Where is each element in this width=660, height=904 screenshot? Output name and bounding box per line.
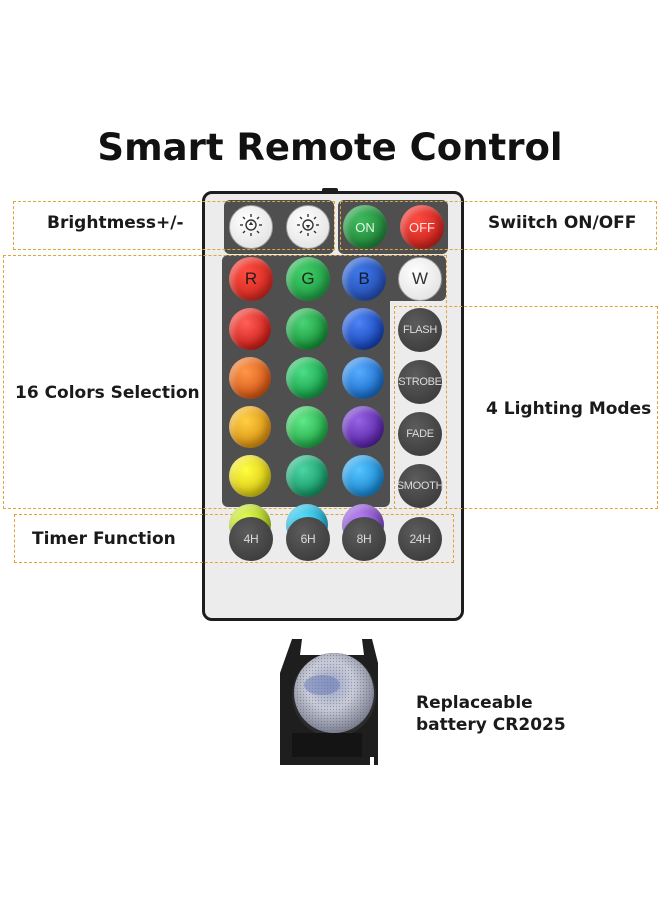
blue-button-label: B — [358, 269, 370, 288]
color-button-r4-c1[interactable] — [229, 455, 271, 497]
color-button-r1-c2[interactable] — [286, 308, 328, 350]
flash-button-label: FLASH — [403, 324, 437, 336]
brightness-down-button[interactable] — [286, 205, 330, 249]
color-button-r3-c1[interactable] — [229, 406, 271, 448]
modes-callout — [394, 306, 658, 509]
off-button-label: OFF — [409, 219, 435, 235]
color-button-r4-c2[interactable] — [286, 455, 328, 497]
brightness-up-button[interactable] — [229, 205, 273, 249]
timer-8h-button[interactable]: 8H — [342, 517, 386, 561]
page-title: Smart Remote Control — [97, 126, 563, 169]
timer-24h-button[interactable]: 24H — [398, 517, 442, 561]
smooth-button[interactable]: SMOOTH — [396, 464, 444, 508]
strobe-button-label: STROBE — [398, 376, 442, 388]
timer-4h-button[interactable]: 4H — [229, 517, 273, 561]
color-button-r1-c3[interactable] — [342, 308, 384, 350]
brightness-label: Brightmess+/- — [47, 213, 184, 233]
colors-callout — [3, 255, 447, 509]
color-button-r3-c2[interactable] — [286, 406, 328, 448]
timer-6h-label: 6H — [300, 532, 316, 546]
red-button[interactable]: R — [229, 257, 273, 301]
timer-label: Timer Function — [32, 529, 176, 549]
brightness-up-icon — [238, 212, 264, 243]
flash-button[interactable]: FLASH — [398, 308, 442, 352]
switch-label: Swiitch ON/OFF — [488, 213, 637, 233]
white-button-label: W — [411, 269, 429, 288]
color-button-r2-c1[interactable] — [229, 357, 271, 399]
brightness-down-icon — [295, 212, 321, 243]
white-button[interactable]: W — [398, 257, 442, 301]
switch-callout — [340, 201, 657, 250]
color-button-r1-c1[interactable] — [229, 308, 271, 350]
modes-label: 4 Lighting Modes — [486, 399, 652, 419]
battery-holder — [278, 633, 388, 768]
smooth-button-label: SMOOTH — [396, 480, 444, 492]
color-button-r3-c3[interactable] — [342, 406, 384, 448]
green-button[interactable]: G — [286, 257, 330, 301]
battery-caption-line2: battery CR2025 — [416, 715, 566, 735]
color-button-r2-c2[interactable] — [286, 357, 328, 399]
battery-caption-line1: Replaceable — [416, 693, 533, 713]
timer-4h-label: 4H — [243, 532, 259, 546]
remote-ir-notch — [322, 188, 338, 193]
blue-button[interactable]: B — [342, 257, 386, 301]
battery-icon — [280, 639, 378, 765]
brightness-callout — [13, 201, 335, 250]
timer-24h-label: 24H — [409, 532, 431, 546]
strobe-button[interactable]: STROBE — [398, 360, 442, 404]
fade-button[interactable]: FADE — [398, 412, 442, 456]
color-button-r4-c3[interactable] — [342, 455, 384, 497]
timer-6h-button[interactable]: 6H — [286, 517, 330, 561]
timer-8h-label: 8H — [356, 532, 372, 546]
green-button-label: G — [301, 269, 315, 288]
fade-button-label: FADE — [406, 428, 434, 440]
battery-caption: Replaceable battery CR2025 — [416, 692, 566, 736]
colors-label: 16 Colors Selection — [15, 383, 200, 403]
on-button[interactable]: ON — [343, 205, 387, 249]
red-button-label: R — [244, 269, 258, 288]
color-button-r2-c3[interactable] — [342, 357, 384, 399]
on-button-label: ON — [355, 219, 375, 235]
off-button[interactable]: OFF — [400, 205, 444, 249]
